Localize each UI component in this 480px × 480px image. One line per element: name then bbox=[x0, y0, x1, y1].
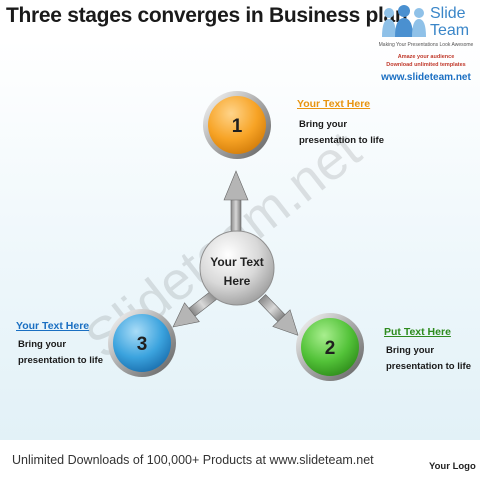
brand-promo-line1: Amaze your audience bbox=[397, 54, 455, 60]
stage-3-heading[interactable]: Your Text Here bbox=[16, 320, 90, 332]
brand-tagline: Making Your Presentations Look Awesome bbox=[378, 42, 474, 48]
stage-3-description-line2: presentation to life bbox=[18, 355, 103, 366]
stage-2-description: Bring your presentation to life bbox=[386, 343, 480, 375]
stage-1-description: Bring your presentation to life bbox=[299, 117, 395, 149]
brand-url[interactable]: www.slideteam.net bbox=[381, 72, 471, 83]
stage-3-description-line1: Bring your bbox=[18, 339, 67, 350]
people-icon bbox=[382, 5, 426, 37]
logo-placeholder: Your Logo bbox=[429, 461, 476, 472]
stage-2-description-line1: Bring your bbox=[386, 345, 435, 356]
stage-node-1[interactable]: 1 bbox=[203, 91, 271, 159]
arrow-to-node-1 bbox=[223, 170, 249, 233]
slideteam-logo[interactable]: Slide Team Making Your Presentations Loo… bbox=[374, 2, 478, 83]
stage-node-3[interactable]: 3 bbox=[108, 309, 176, 377]
stage-3-description: Bring your presentation to life bbox=[18, 337, 114, 369]
center-label-line1: Your Text bbox=[210, 255, 264, 269]
brand-promo-line2: Download unlimited templates bbox=[386, 62, 466, 68]
stage-1-description-line1: Bring your bbox=[299, 119, 348, 130]
stage-node-2[interactable]: 2 bbox=[296, 313, 364, 381]
stage-number-1: 1 bbox=[232, 116, 243, 137]
slide-title: Three stages converges in Business plan bbox=[6, 4, 408, 27]
brand-name-line2: Team bbox=[430, 22, 470, 39]
brand-name-line1: Slide bbox=[430, 5, 466, 22]
center-circle[interactable]: Your Text Here bbox=[199, 230, 275, 306]
arrow-to-node-2 bbox=[257, 294, 299, 336]
center-label-line2: Here bbox=[224, 274, 251, 288]
stage-2-description-line2: presentation to life bbox=[386, 361, 471, 372]
stage-number-2: 2 bbox=[325, 338, 336, 359]
stage-number-3: 3 bbox=[137, 334, 148, 355]
stage-2-heading[interactable]: Put Text Here bbox=[384, 326, 451, 338]
footer-promo-text[interactable]: Unlimited Downloads of 100,000+ Products… bbox=[12, 453, 374, 467]
stage-1-heading[interactable]: Your Text Here bbox=[297, 98, 371, 110]
stage-1-description-line2: presentation to life bbox=[299, 135, 384, 146]
